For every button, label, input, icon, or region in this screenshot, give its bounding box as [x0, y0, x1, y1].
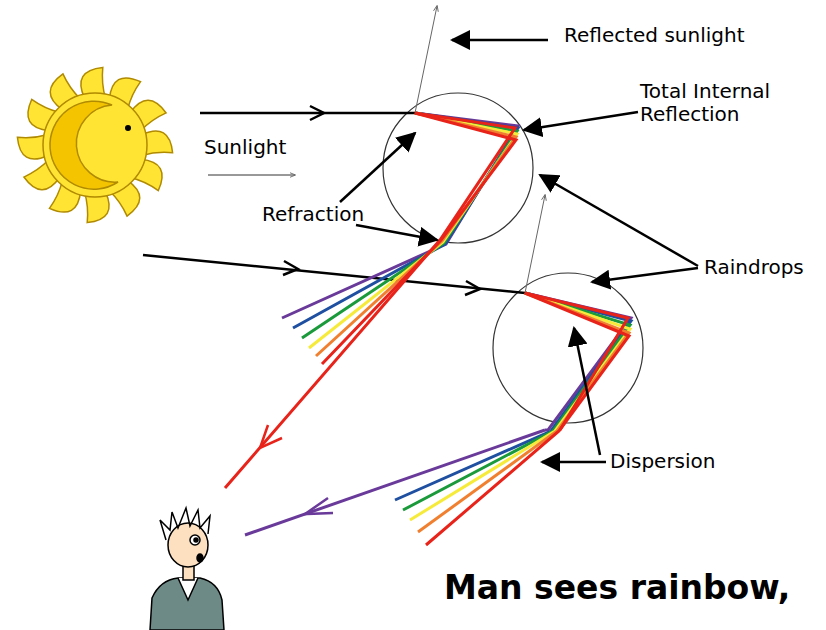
callout-label: Raindrops — [704, 256, 804, 279]
callout-label: Sunlight — [204, 136, 286, 159]
callout-label: Dispersion — [610, 450, 716, 473]
man-figure — [150, 508, 224, 630]
caption: Man sees rainbow, — [444, 568, 790, 607]
callout-label: Refraction — [262, 203, 364, 226]
sun-ray — [143, 255, 525, 293]
callout-label: Reflected sunlight — [564, 24, 745, 47]
sun — [17, 67, 172, 222]
callout-label: Total Internal Reflection — [640, 80, 790, 126]
sun-ray — [200, 112, 415, 115]
